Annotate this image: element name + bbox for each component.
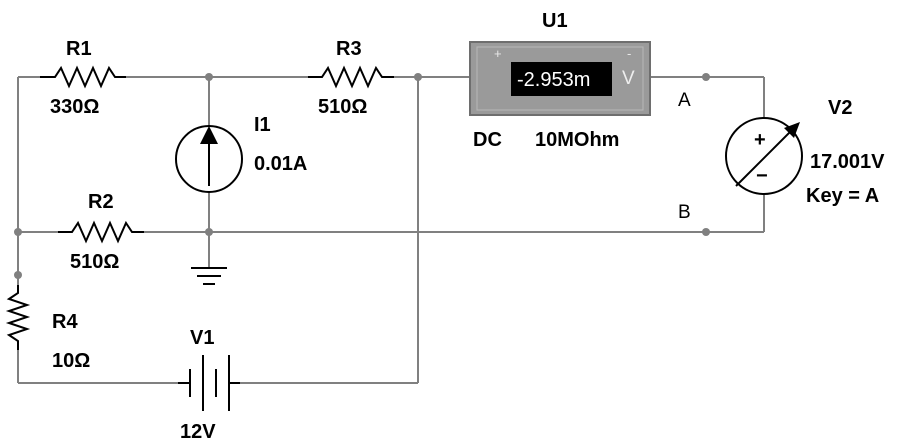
voltmeter-circle: [725, 117, 803, 195]
v2-value: 17.001V: [810, 151, 885, 173]
resistor-r2-symbol: [58, 220, 144, 244]
multimeter-u1[interactable]: U1 -2.953m + - V DC 10MOhm: [469, 10, 651, 151]
node-b-dot: [702, 228, 710, 236]
v2-name: V2: [828, 97, 852, 119]
resistor-r1-symbol: [40, 65, 126, 89]
resistor-r1: R1 330Ω: [40, 38, 126, 118]
arrowhead-icon: [200, 126, 218, 144]
wires: [17, 76, 765, 384]
r1-value: 330Ω: [50, 96, 99, 118]
resistor-r3: R3 510Ω: [308, 38, 394, 118]
resistor-r2: R2 510Ω: [58, 191, 144, 273]
junctions: [14, 73, 710, 279]
v2-key: Key = A: [806, 185, 879, 207]
meter-display: [511, 62, 612, 96]
r2-value: 510Ω: [70, 251, 119, 273]
resistor-r4: R4 10Ω: [5, 285, 90, 372]
junction-dot: [414, 73, 422, 81]
r4-name: R4: [52, 311, 78, 333]
meter-reading: -2.953m: [517, 69, 590, 91]
v2-plus-sign: +: [754, 129, 766, 151]
junction-dot: [205, 228, 213, 236]
v2-minus-sign: −: [756, 165, 768, 187]
battery-v1: V1 12V: [178, 327, 240, 443]
meter-plus-sign: +: [494, 46, 502, 61]
r3-value: 510Ω: [318, 96, 367, 118]
meter-resistance: 10MOhm: [535, 129, 619, 151]
v1-name: V1: [190, 327, 214, 349]
meter-mode: DC: [473, 129, 502, 151]
r3-name: R3: [336, 38, 362, 60]
u1-name: U1: [542, 10, 568, 32]
ground-icon: [191, 267, 227, 285]
i1-name: I1: [254, 114, 271, 136]
r2-name: R2: [88, 191, 114, 213]
junction-dot: [14, 271, 22, 279]
meter-unit: V: [622, 68, 635, 89]
current-source-i1: I1 0.01A: [175, 114, 307, 193]
node-a-dot: [702, 73, 710, 81]
v1-value: 12V: [180, 421, 216, 443]
node-b-label: B: [678, 202, 691, 223]
i1-value: 0.01A: [254, 153, 307, 175]
junction-dot: [14, 228, 22, 236]
voltmeter-v2: + − V2 17.001V Key = A: [725, 97, 885, 207]
resistor-r3-symbol: [308, 65, 394, 89]
junction-dot: [205, 73, 213, 81]
r4-value: 10Ω: [52, 350, 90, 372]
variable-arrowhead-icon: [784, 122, 800, 138]
meter-bezel: [476, 46, 644, 111]
meter-minus-sign: -: [627, 46, 631, 61]
node-a-label: A: [678, 90, 691, 111]
resistor-r4-symbol: [5, 285, 31, 350]
r1-name: R1: [66, 38, 92, 60]
variable-arrow-icon: [735, 125, 797, 187]
